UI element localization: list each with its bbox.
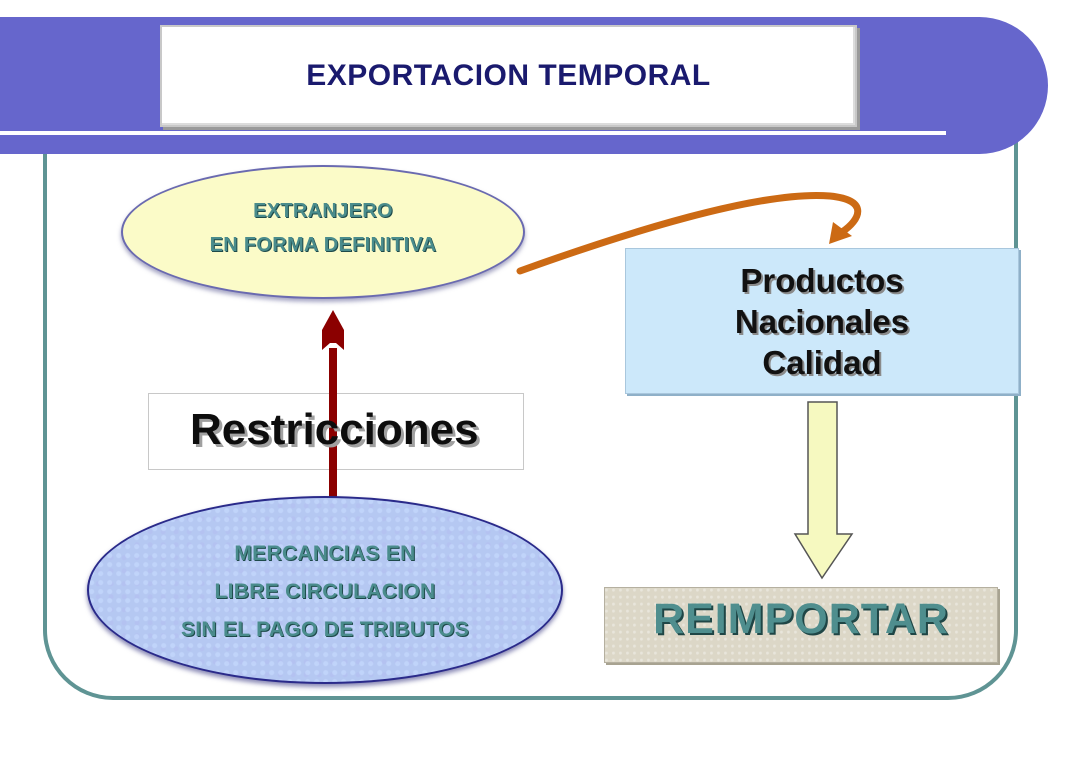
reimport-box: REIMPORTAR bbox=[604, 587, 998, 663]
source-line-3: SIN EL PAGO DE TRIBUTOS bbox=[180, 618, 470, 641]
products-box: Productos Nacionales Calidad bbox=[625, 248, 1019, 394]
source-line-1: MERCANCIAS EN bbox=[234, 542, 416, 565]
orange-curved-arrow bbox=[516, 191, 862, 275]
products-line-1: Productos bbox=[740, 261, 904, 299]
destination-line-1: EXTRANJERO bbox=[253, 200, 393, 222]
destination-ellipse: EXTRANJERO EN FORMA DEFINITIVA bbox=[121, 165, 525, 299]
products-line-2: Nacionales bbox=[734, 302, 910, 340]
red-up-arrow bbox=[322, 310, 344, 500]
source-ellipse: MERCANCIAS EN LIBRE CIRCULACION SIN EL P… bbox=[87, 496, 563, 684]
source-line-2: LIBRE CIRCULACION bbox=[214, 580, 436, 603]
products-line-3: Calidad bbox=[762, 343, 882, 381]
slide-frame bbox=[43, 130, 1018, 700]
title-box: EXPORTACION TEMPORAL bbox=[160, 25, 857, 127]
page-title: EXPORTACION TEMPORAL bbox=[306, 59, 711, 92]
destination-line-2: EN FORMA DEFINITIVA bbox=[209, 234, 437, 256]
down-arrow bbox=[793, 401, 854, 580]
restrictions-label: Restricciones bbox=[190, 405, 479, 454]
reimport-label: REIMPORTAR bbox=[653, 594, 949, 643]
banner-divider bbox=[0, 131, 946, 135]
